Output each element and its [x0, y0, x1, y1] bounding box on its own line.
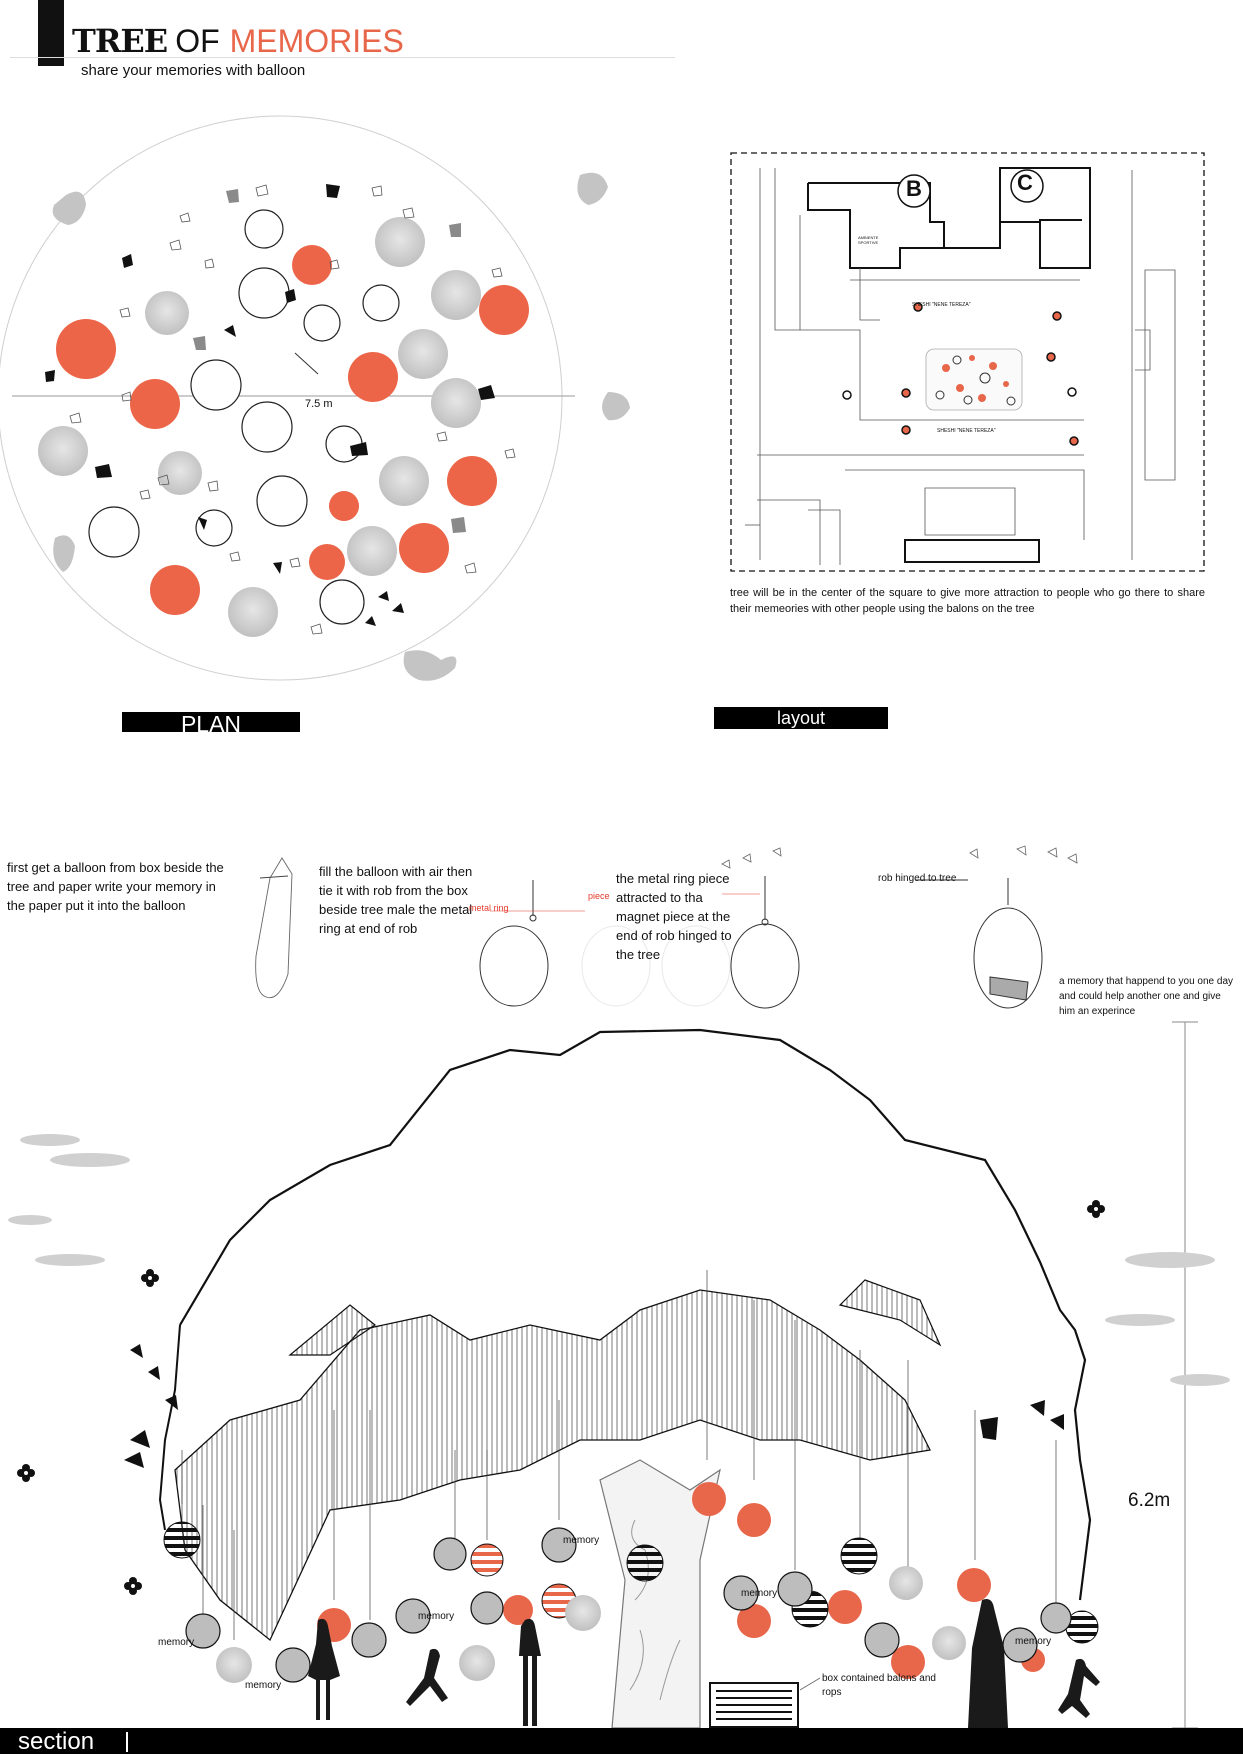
site-street-label-top: SHESHI "NENE TEREZA" — [912, 302, 971, 308]
site-buildings — [807, 167, 1091, 563]
site-building-c-marker — [1010, 169, 1044, 203]
step1-text: first get a balloon from box beside the … — [7, 860, 224, 913]
title-bar-mark — [38, 0, 64, 66]
site-tree-area — [925, 348, 1023, 411]
section-striped-balloons — [163, 1521, 1099, 1644]
section-flower-decorations — [17, 1200, 1105, 1595]
rob-hinged-label: rob hinged to tree — [878, 873, 957, 884]
plan-label: PLAN — [122, 712, 300, 736]
section-box-stripes — [716, 1690, 792, 1720]
memory-tag-5: memory — [245, 1680, 282, 1691]
layout-caption: tree will be in the center of the square… — [730, 587, 1205, 615]
site-tree-white-balloons — [935, 355, 1016, 406]
piece-label: piece — [588, 891, 610, 901]
title-tree: TREE — [72, 22, 168, 60]
section-people — [308, 1599, 1100, 1728]
site-building-label: AMBIENTE SPORTIVE — [858, 235, 879, 245]
site-plan-border — [730, 152, 1205, 572]
tree-canopy-hatched — [174, 1289, 931, 1642]
step4-hanging-balloon — [915, 878, 1043, 1009]
step-leaves — [721, 845, 1078, 869]
balloon-sketch-step1 — [255, 857, 293, 999]
plan-white-balloons — [88, 209, 400, 625]
section-drawing — [8, 1021, 1230, 1729]
metal-ring-label: metal ring — [469, 903, 509, 913]
plan-leaves-grey — [193, 189, 466, 533]
layout-site-plan — [730, 152, 1205, 572]
site-white-markers — [842, 387, 1077, 400]
title-of: OF — [175, 23, 220, 59]
memory-tag-1: memory — [563, 1535, 600, 1546]
section-grey-balloons — [216, 1566, 966, 1683]
section-memory-balloons — [185, 1527, 1072, 1683]
plan-outer-circle — [0, 115, 563, 681]
plan-drawing — [0, 115, 630, 681]
section-label-divider — [126, 1732, 128, 1752]
memory-tag-6: memory — [1015, 1636, 1052, 1647]
title-memories: MEMORIES — [229, 23, 404, 59]
balloon-strings — [181, 1270, 1057, 1640]
step-diagrams — [255, 845, 1078, 1009]
memory-note: a memory that happend to you one day and… — [1059, 976, 1234, 1017]
tree-trunk — [599, 1459, 721, 1729]
step-ring-balloons — [479, 876, 800, 1009]
step3-text: the metal ring piece attracted to tha ma… — [616, 871, 732, 962]
plan-leaves-dark — [45, 184, 495, 626]
plan-red-balloons — [56, 245, 529, 615]
site-lines — [745, 168, 1176, 565]
box-label: box contained balons and rops — [822, 1673, 936, 1698]
step2-text: fill the balloon with air then tie it wi… — [319, 864, 473, 936]
plan-leaves-outline — [69, 184, 516, 635]
section-height-label: 6.2m — [1128, 1490, 1171, 1511]
plan-diameter-label: 7.5 m — [305, 398, 333, 410]
section-red-balloons — [317, 1482, 1045, 1679]
site-tree-red-balloons — [942, 355, 1009, 402]
step-ghost-balloons — [581, 925, 731, 1007]
section-splatter — [8, 1134, 1230, 1386]
section-leaves — [124, 1344, 1064, 1468]
title-rule — [10, 57, 675, 58]
site-building-b-marker — [897, 174, 931, 208]
memory-tag-4: memory — [158, 1637, 195, 1648]
site-street-label-bottom: SHESHI "NENE TEREZA" — [937, 428, 996, 434]
tree-crown-left — [158, 1324, 181, 1531]
plan-dimension-mark — [294, 352, 319, 375]
plan-people-silhouettes — [52, 172, 630, 681]
page-subtitle: share your memories with balloon — [81, 62, 306, 79]
section-label: section — [18, 1728, 95, 1755]
site-letter-c: C — [1017, 170, 1033, 195]
site-letter-b: B — [906, 176, 922, 201]
memory-tag-2: memory — [418, 1611, 455, 1622]
tree-crown-outline — [179, 1028, 1092, 1601]
site-red-markers — [901, 302, 1079, 446]
memory-tag-3: memory — [741, 1588, 778, 1599]
plan-grey-balloons — [38, 217, 481, 637]
layout-label: layout — [714, 707, 888, 729]
section-label-bar: section — [0, 1728, 1243, 1755]
